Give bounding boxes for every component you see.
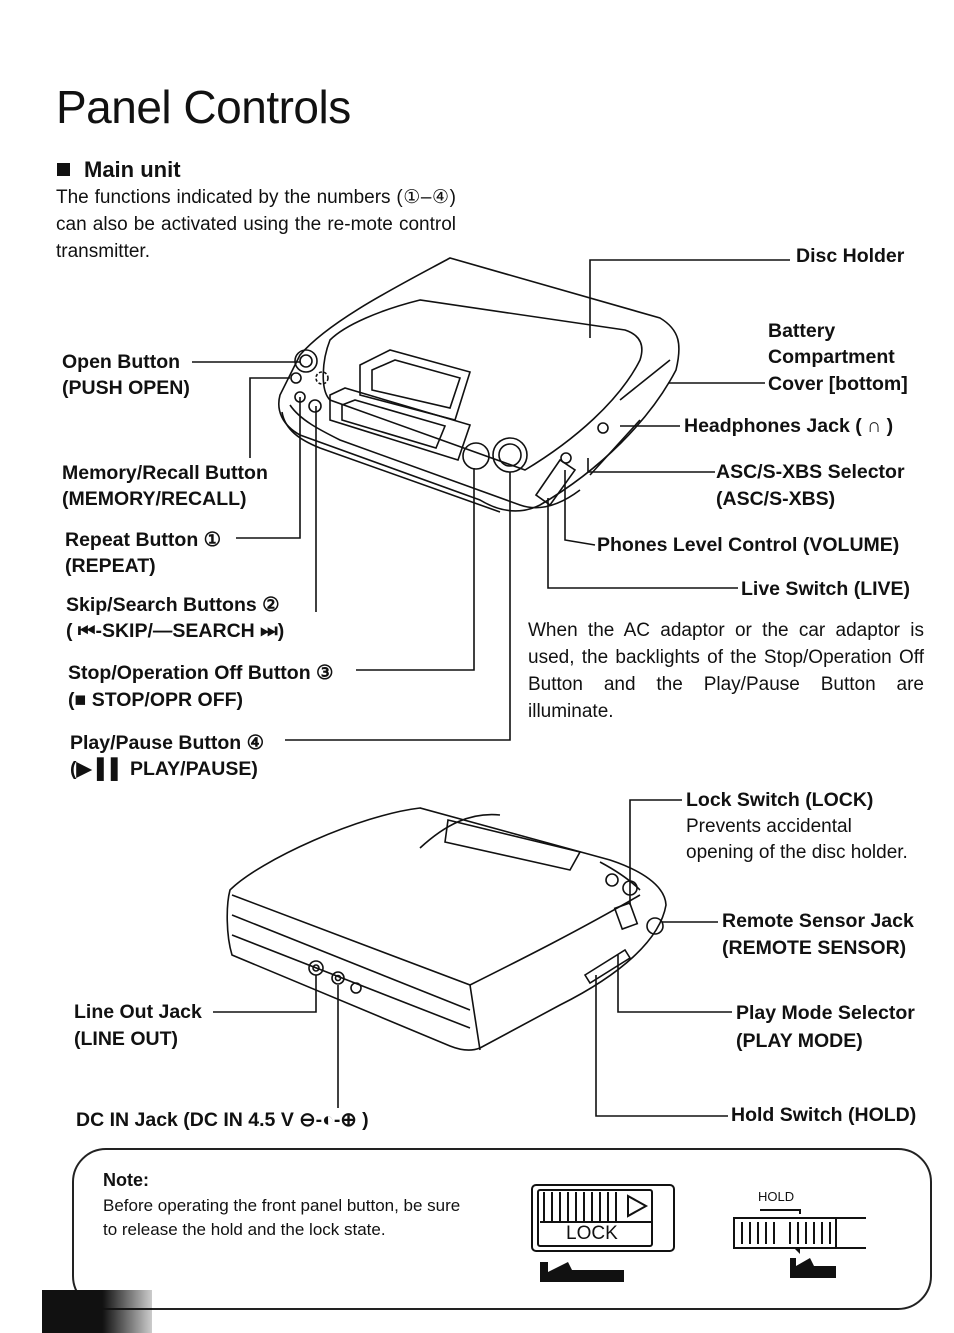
label-battery-3: Cover [bottom] [768, 373, 908, 395]
note-box [72, 1148, 932, 1310]
label-volume: Phones Level Control (VOLUME) [597, 534, 900, 556]
label-lineout-2: (LINE OUT) [74, 1028, 178, 1050]
label-playmode-1: Play Mode Selector [736, 1002, 915, 1024]
label-repeat-2: (REPEAT) [65, 555, 156, 577]
label-play-2: (▶ ▌▌ PLAY/PAUSE) [70, 758, 258, 780]
label-lock-3: opening of the disc holder. [686, 842, 908, 863]
label-repeat-1: Repeat Button ① [65, 529, 222, 551]
label-stop-1: Stop/Operation Off Button ③ [68, 662, 334, 684]
stop-button-shape [462, 442, 490, 470]
open-button-shape [294, 349, 318, 373]
label-asc-2: (ASC/S-XBS) [716, 488, 836, 510]
label-open-2: (PUSH OPEN) [62, 377, 190, 399]
section-heading-text: Main unit [84, 157, 181, 182]
intro-paragraph: The functions indicated by the numbers (… [56, 187, 456, 262]
label-playmode-2: (PLAY MODE) [736, 1030, 863, 1052]
hold-switch-illustration [733, 1217, 837, 1249]
bottom-device-outline [226, 807, 667, 1051]
label-dcin: DC IN Jack (DC IN 4.5 V ⊖-◐-⊕ ) [76, 1109, 369, 1131]
label-headphones-jack: Headphones Jack ( ∩ ) [684, 415, 894, 437]
top-device-outline [278, 257, 680, 512]
label-remote-1: Remote Sensor Jack [722, 910, 914, 932]
label-lock-2: Prevents accidental [686, 816, 852, 837]
label-asc-1: ASC/S-XBS Selector [716, 461, 905, 483]
ac-adaptor-note: When the AC adaptor or the car adaptor i… [528, 620, 924, 722]
page-title: Panel Controls [56, 81, 351, 133]
scan-corner-mark [42, 1290, 152, 1333]
label-memory-1: Memory/Recall Button [62, 462, 268, 484]
label-skip-1: Skip/Search Buttons ② [66, 594, 280, 616]
label-remote-2: (REMOTE SENSOR) [722, 937, 907, 959]
lock-arrow-icon [540, 1262, 624, 1282]
label-lineout-1: Line Out Jack [74, 1001, 202, 1023]
bullet-square-icon [57, 163, 70, 176]
play-button-shape [492, 437, 528, 473]
lock-switch-label: LOCK [566, 1223, 618, 1244]
label-hold: Hold Switch (HOLD) [731, 1104, 917, 1126]
label-battery-2: Compartment [768, 346, 895, 368]
hold-switch-label: HOLD [758, 1189, 795, 1204]
label-open-1: Open Button [62, 351, 181, 373]
hold-arrow-icon [790, 1258, 836, 1278]
label-stop-2: (■ STOP/OPR OFF) [68, 689, 244, 711]
label-skip-2: ( ⏮-SKIP/—SEARCH ⏭) [66, 620, 285, 642]
label-play-1: Play/Pause Button ④ [70, 732, 265, 754]
label-live: Live Switch (LIVE) [741, 578, 911, 600]
note-title: Note: [103, 1170, 149, 1190]
label-disc-holder: Disc Holder [796, 245, 905, 267]
section-heading: Main unit [57, 157, 181, 183]
label-lock-1: Lock Switch (LOCK) [686, 789, 874, 811]
label-battery-1: Battery [768, 320, 836, 342]
note-text: Before operating the front panel button,… [103, 1196, 461, 1239]
lock-switch-illustration [531, 1184, 675, 1252]
label-memory-2: (MEMORY/RECALL) [62, 488, 247, 510]
